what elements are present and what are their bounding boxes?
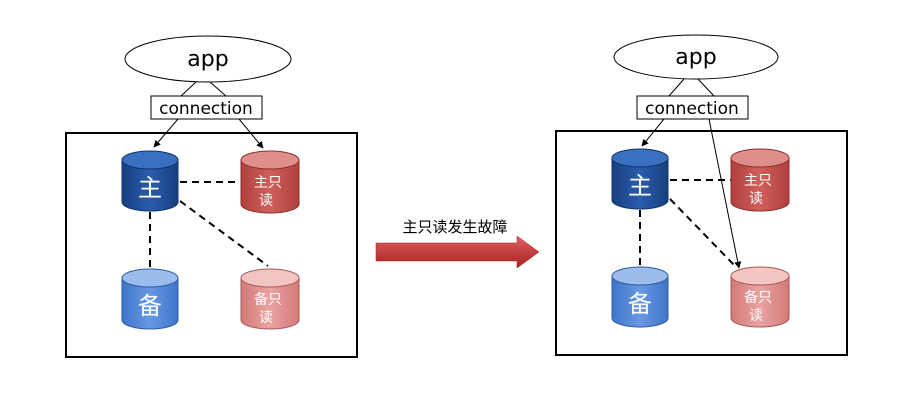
readonly-primary-label-line1: 主只 — [744, 173, 772, 189]
app-connection-link — [180, 81, 197, 97]
readonly-standby-label-line2: 读 — [749, 307, 763, 324]
left-panel: app connection 主 主只 读 备 — [65, 35, 358, 358]
right-panel: app connection 主 主只 读 备 — [555, 34, 848, 356]
connection-label: connection — [645, 99, 739, 119]
app-connection-link — [697, 78, 715, 97]
connection-to-readonly-standby-arrow — [708, 118, 742, 269]
app-label: app — [187, 47, 228, 72]
readonly-standby-label-line2: 读 — [259, 309, 273, 326]
app-connection-link — [209, 81, 227, 97]
readonly-standby-db: 备只 读 — [730, 266, 790, 328]
standby-label: 备 — [138, 292, 162, 320]
standby-label: 备 — [628, 290, 652, 318]
primary-readonly-standby-link — [669, 198, 736, 267]
connection-box — [636, 95, 749, 120]
connection-to-primary-arrow — [153, 118, 179, 148]
event-label: 主只读发生故障 — [402, 218, 507, 236]
standby-db: 备 — [121, 268, 179, 330]
readonly-primary-label-line2: 读 — [749, 190, 763, 207]
app-label: app — [675, 45, 716, 70]
cluster-frame — [555, 130, 848, 356]
readonly-primary-db: 主只 读 — [240, 150, 300, 214]
readonly-standby-db: 备只 读 — [240, 268, 300, 330]
cluster-frame — [65, 132, 358, 358]
readonly-primary-db: 主只 读 — [730, 148, 790, 212]
connection-to-primary-arrow — [641, 118, 665, 147]
connection-label: connection — [159, 99, 253, 119]
primary-label: 主 — [628, 172, 652, 200]
readonly-primary-label-line1: 主只 — [254, 175, 282, 191]
app-node — [613, 34, 779, 80]
primary-label: 主 — [138, 174, 162, 202]
app-connection-link — [668, 78, 685, 97]
readonly-standby-label-line1: 备只 — [254, 291, 282, 308]
transition-arrow — [375, 235, 540, 269]
readonly-primary-label-line2: 读 — [259, 192, 273, 209]
connection-to-readonly-primary-arrow — [238, 118, 264, 149]
connection-box — [150, 95, 263, 120]
primary-readonly-standby-link — [179, 200, 269, 267]
primary-db: 主 — [121, 150, 179, 212]
app-node — [124, 35, 292, 83]
primary-db: 主 — [611, 148, 669, 210]
standby-db: 备 — [611, 266, 669, 328]
readonly-standby-label-line1: 备只 — [744, 289, 772, 306]
transition: 主只读发生故障 — [375, 218, 540, 269]
